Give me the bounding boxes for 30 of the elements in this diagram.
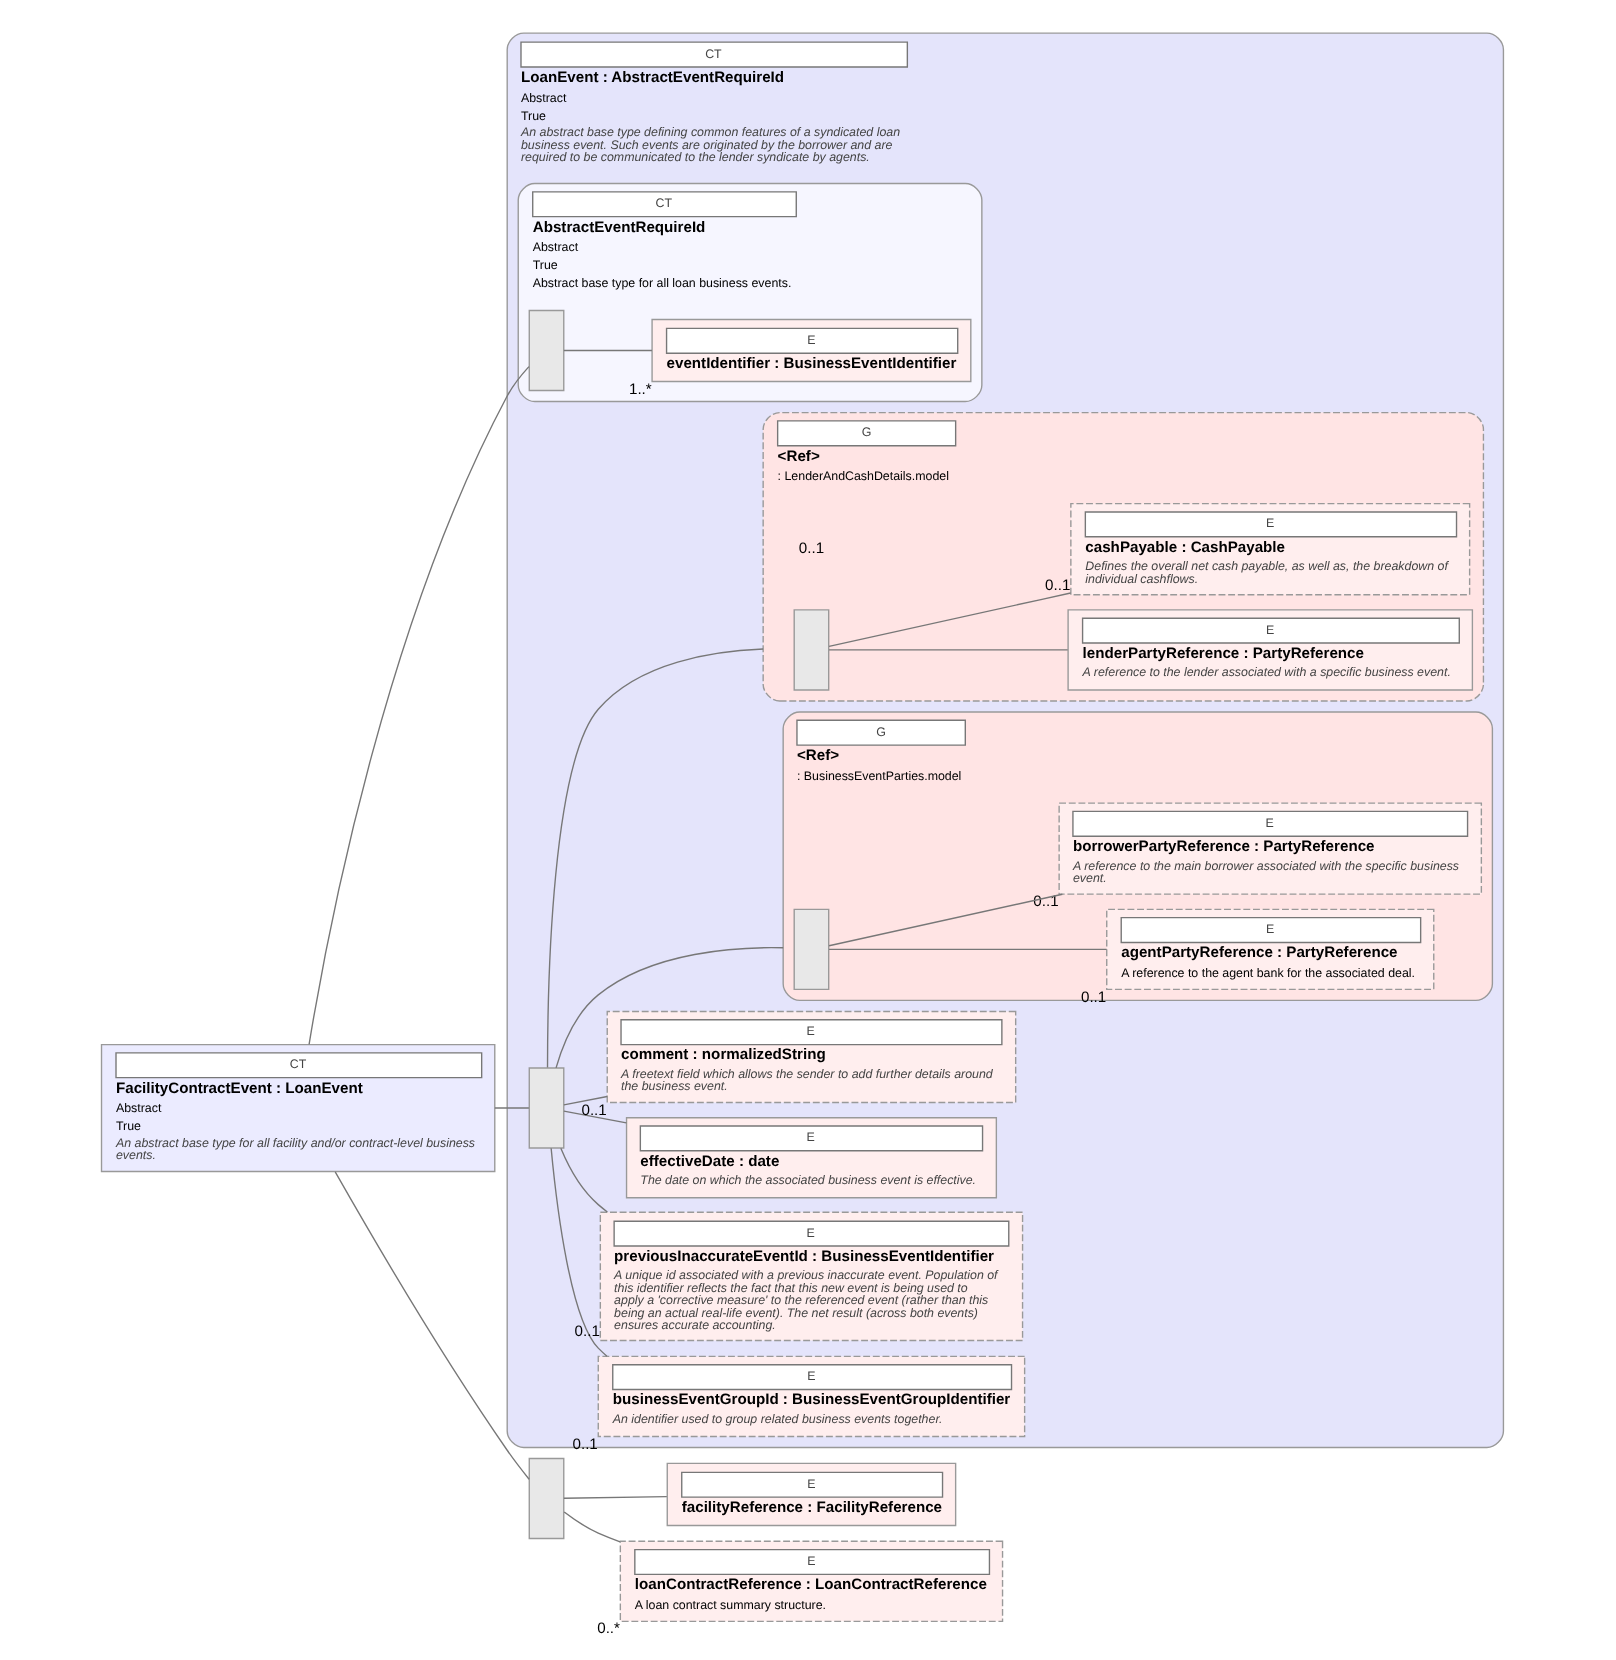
connector xyxy=(546,648,764,1069)
node-label: 1..* xyxy=(628,379,652,398)
node-label: 0..1 xyxy=(574,1322,600,1341)
connector xyxy=(828,592,1072,648)
node-label: 0..1 xyxy=(581,1100,607,1119)
connector xyxy=(555,947,784,1069)
node-label: 0..1 xyxy=(1045,576,1071,595)
connector xyxy=(560,1147,609,1213)
connector xyxy=(828,649,1069,651)
connector xyxy=(563,349,653,352)
node-box xyxy=(528,1457,565,1540)
connector xyxy=(828,948,1108,951)
node-box xyxy=(528,1067,565,1149)
connector xyxy=(308,365,530,1045)
node-box xyxy=(793,908,830,991)
node-label: 0..1 xyxy=(798,539,825,558)
connector xyxy=(563,1495,668,1499)
connector xyxy=(334,1171,530,1480)
node-label: 0..* xyxy=(597,1619,620,1638)
connector xyxy=(563,1095,608,1106)
node-label: 0..1 xyxy=(1033,892,1059,911)
node-box xyxy=(528,309,565,392)
connector xyxy=(563,1110,628,1124)
connector xyxy=(828,893,1064,947)
connector xyxy=(494,1107,530,1109)
node-label: 0..1 xyxy=(1080,987,1107,1006)
connector xyxy=(550,1147,608,1357)
connector xyxy=(563,1511,621,1543)
node-label: 0..1 xyxy=(572,1434,598,1453)
node-box xyxy=(793,609,830,691)
